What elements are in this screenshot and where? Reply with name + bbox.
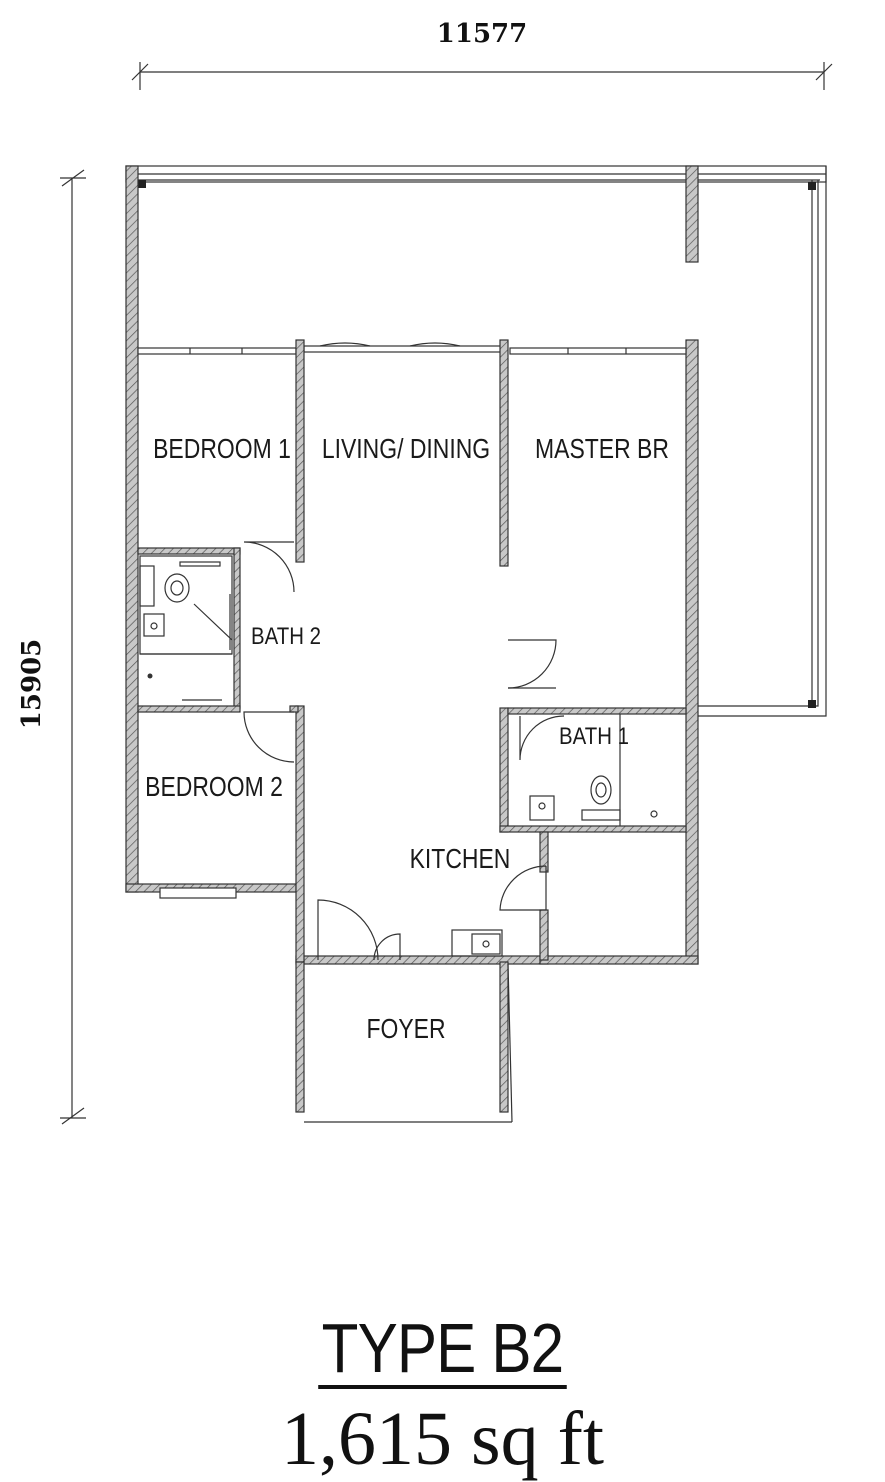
room-label-foyer: FOYER (366, 1014, 445, 1045)
unit-area: 1,615 sq ft (281, 1397, 604, 1481)
height-dimension-line (60, 169, 86, 1125)
room-label-bedroom-1: BEDROOM 1 (153, 434, 291, 465)
kitchen-sink (451, 929, 503, 957)
room-label-bath-2: BATH 2 (251, 622, 321, 649)
exterior-walls (125, 165, 699, 965)
width-dimension-label: 11577 (437, 19, 527, 49)
room-label-living-dining: LIVING/ DINING (322, 434, 490, 465)
bath1-fixtures (529, 714, 658, 826)
unit-type-title: TYPE B2 (0, 1308, 885, 1389)
room-label-bedroom-2: BEDROOM 2 (145, 772, 283, 803)
door-swings (229, 541, 565, 961)
unit-type-text: TYPE B2 (318, 1311, 567, 1389)
room-label-bath-1: BATH 1 (559, 722, 629, 749)
height-dimension-label: 15905 (17, 639, 47, 729)
bath2-fixtures (139, 555, 233, 701)
balcony-outline (125, 165, 827, 717)
room-label-master-br: MASTER BR (535, 434, 669, 465)
room-label-kitchen: KITCHEN (410, 844, 511, 875)
front-glazing (137, 342, 687, 899)
width-dimension-line (131, 62, 833, 90)
interior-walls (137, 339, 687, 1123)
